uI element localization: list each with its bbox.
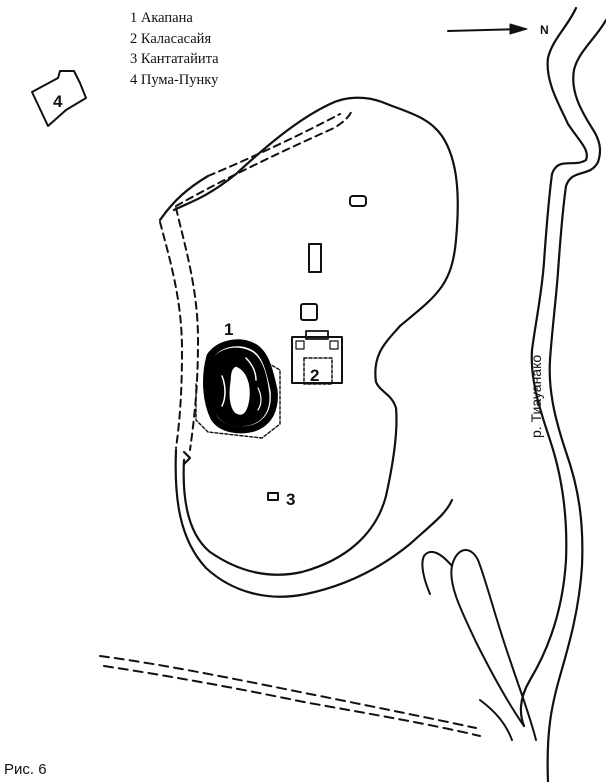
kalasasaya-structure (291, 330, 343, 385)
figure-caption: Рис. 6 (4, 761, 47, 778)
legend-item-kantatayita: 3 Кантатайита (130, 51, 219, 67)
map-legend: 1 Акапана 2 Каласасайя 3 Кантатайита 4 П… (130, 8, 219, 90)
site-enclosure (158, 96, 459, 598)
rect-structure (308, 243, 322, 273)
north-label: N (540, 23, 549, 37)
legend-item-kalasasaya: 2 Каласасайя (130, 30, 212, 47)
akapana-mound (195, 339, 281, 439)
kantatayita-label: 3 (286, 490, 295, 509)
puma-punku-outline (31, 70, 87, 127)
small-structure-north (349, 195, 367, 207)
puma-punku-label: 4 (53, 92, 63, 111)
north-arrow-icon (447, 23, 528, 35)
kalasasaya-label: 2 (310, 366, 319, 385)
legend-item-akapana: 1 Акапана (130, 10, 193, 26)
kantatayita-structure (267, 492, 279, 501)
square-structure (300, 303, 318, 321)
river-label: р. Тиауанако (528, 355, 544, 438)
akapana-label: 1 (224, 320, 233, 339)
legend-item-puma-punku: 4 Пума-Пунку (130, 71, 219, 88)
river-banks (421, 6, 606, 782)
lower-road (99, 655, 513, 741)
